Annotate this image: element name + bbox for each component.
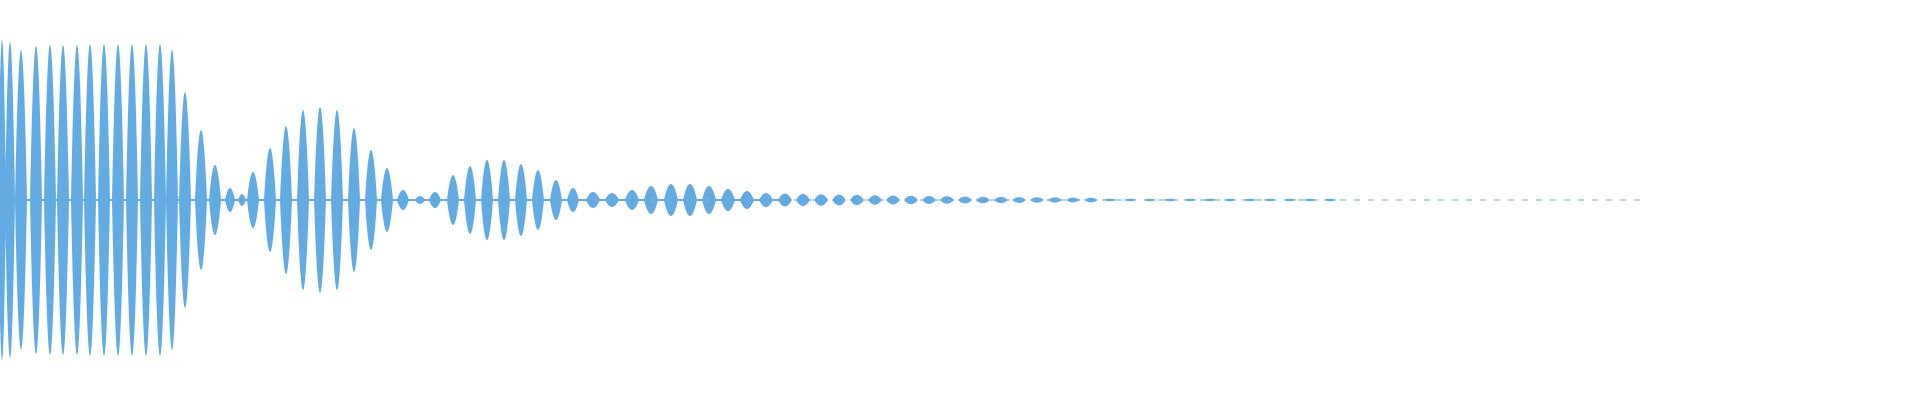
waveform-lobe xyxy=(796,193,810,207)
waveform-lobe xyxy=(940,196,954,204)
waveform-lobe xyxy=(1203,198,1217,202)
waveform-lobe xyxy=(1048,197,1062,203)
waveform-baseline xyxy=(0,199,780,201)
waveform-lobe xyxy=(1066,197,1080,203)
waveform-lobe xyxy=(868,195,882,205)
waveform-lobe xyxy=(814,194,828,206)
waveform-lobe xyxy=(922,196,936,204)
waveform-lobe xyxy=(994,196,1008,204)
waveform-lobe xyxy=(850,194,864,206)
waveform-shape xyxy=(0,40,1640,360)
waveform-lobe xyxy=(976,196,990,204)
